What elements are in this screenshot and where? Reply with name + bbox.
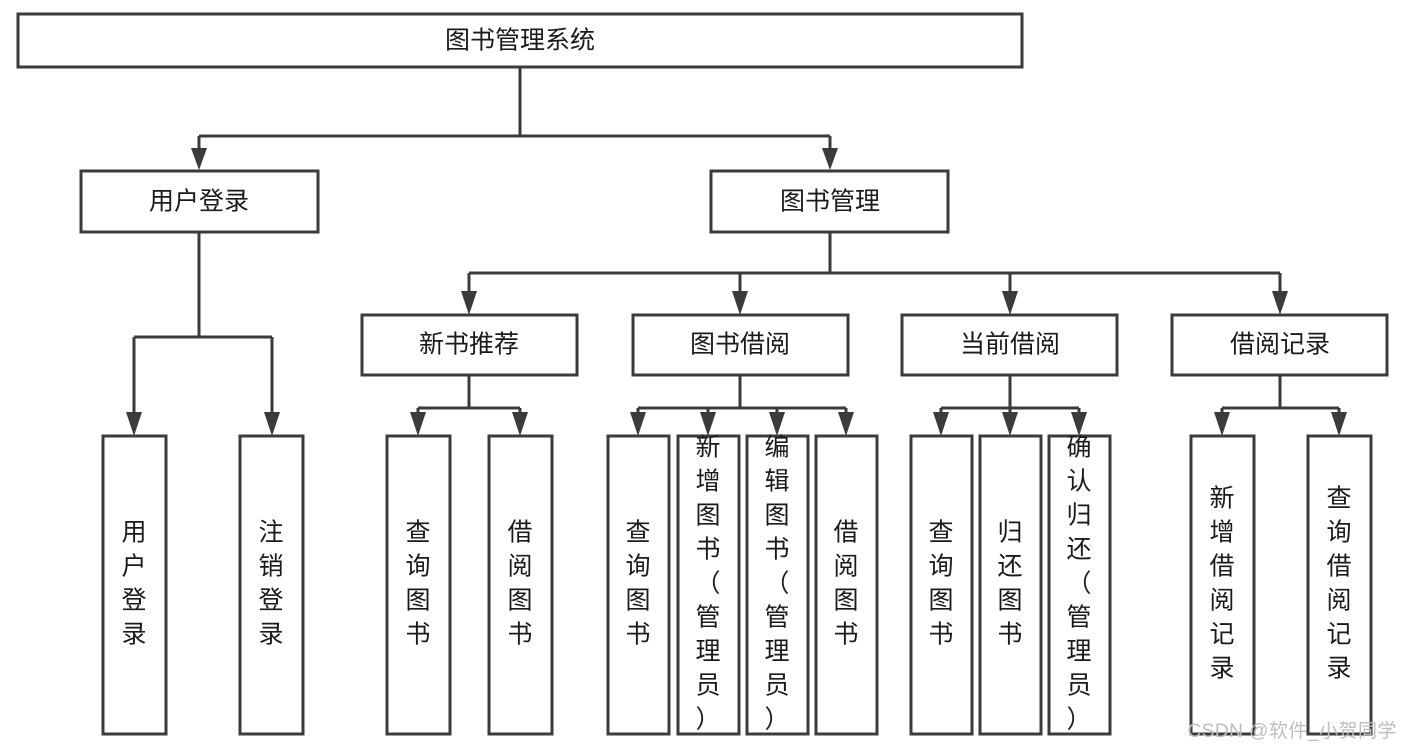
connector-group-new-book-to-leaves bbox=[410, 375, 528, 436]
connector-group-user-login-to-leaves bbox=[126, 232, 280, 436]
arrow-book-manage-child-3 bbox=[1002, 291, 1018, 315]
leaf-label-book-borrow-borrow: 借阅图书 bbox=[833, 519, 858, 649]
arrow-borrow-record-leaf-2 bbox=[1331, 412, 1347, 436]
connector-group-book-borrow-to-leaves bbox=[630, 375, 854, 436]
arrow-current-borrow-leaf-2 bbox=[1002, 412, 1018, 436]
connector-group-borrow-record-to-leaves bbox=[1214, 375, 1347, 436]
leaf-label-borrow-record-query: 查询借阅记录 bbox=[1326, 485, 1351, 683]
leaf-label-user-login-login: 用户登录 bbox=[121, 519, 146, 649]
node-box-root[interactable] bbox=[16, 12, 1024, 69]
leaf-user-login-login[interactable]: 用户登录 bbox=[101, 434, 168, 736]
leaf-borrow-record-add[interactable]: 新增借阅记录 bbox=[1189, 434, 1256, 736]
leaf-label-borrow-record-add: 新增借阅记录 bbox=[1209, 485, 1234, 683]
leaf-book-borrow-edit[interactable]: 编辑图书（管理员） bbox=[745, 434, 810, 736]
leaf-box-current-borrow-confirm[interactable] bbox=[1047, 434, 1112, 736]
node-label-borrow-record: 借阅记录 bbox=[1230, 331, 1330, 359]
node-user-login[interactable]: 用户登录 bbox=[79, 169, 320, 234]
node-label-book-management: 图书管理 bbox=[780, 188, 880, 216]
connector-group-root-to-level2 bbox=[191, 67, 838, 170]
node-label-book-borrow: 图书借阅 bbox=[690, 331, 790, 359]
node-box-new-book-recommend[interactable] bbox=[360, 313, 579, 377]
leaf-box-user-login-login[interactable] bbox=[101, 434, 168, 736]
leaf-label-new-book-query: 查询图书 bbox=[405, 519, 430, 649]
node-borrow-record[interactable]: 借阅记录 bbox=[1170, 313, 1389, 377]
arrow-book-manage-child-2 bbox=[732, 291, 748, 315]
leaf-label-current-borrow-confirm: 确认归还（管理员） bbox=[1066, 434, 1091, 734]
leaf-current-borrow-confirm[interactable]: 确认归还（管理员） bbox=[1047, 434, 1112, 736]
leaf-borrow-record-query[interactable]: 查询借阅记录 bbox=[1306, 434, 1373, 736]
leaf-current-borrow-query[interactable]: 查询图书 bbox=[909, 434, 974, 736]
connector-group-current-borrow-to-leaves bbox=[933, 375, 1087, 436]
leaf-label-user-login-logout: 注销登录 bbox=[258, 519, 283, 649]
arrow-new-book-leaf-1 bbox=[410, 412, 426, 436]
leaf-current-borrow-return[interactable]: 归还图书 bbox=[978, 434, 1043, 736]
node-book-borrow[interactable]: 图书借阅 bbox=[631, 313, 850, 377]
node-book-management[interactable]: 图书管理 bbox=[709, 169, 950, 234]
leaf-label-current-borrow-query: 查询图书 bbox=[928, 519, 953, 649]
arrow-user-login-leaf-1 bbox=[126, 412, 142, 436]
leaf-book-borrow-query[interactable]: 查询图书 bbox=[606, 434, 671, 736]
arrow-root-to-book-manage bbox=[822, 148, 838, 170]
node-new-book-recommend[interactable]: 新书推荐 bbox=[360, 313, 579, 377]
node-box-book-borrow[interactable] bbox=[631, 313, 850, 377]
leaf-label-book-borrow-add: 新增图书（管理员） bbox=[695, 434, 720, 734]
leaf-label-new-book-borrow: 借阅图书 bbox=[507, 519, 532, 649]
leaf-box-new-book-query[interactable] bbox=[385, 434, 452, 736]
leaf-box-book-borrow-edit[interactable] bbox=[745, 434, 810, 736]
node-box-borrow-record[interactable] bbox=[1170, 313, 1389, 377]
node-box-book-management[interactable] bbox=[709, 169, 950, 234]
arrow-book-manage-child-1 bbox=[461, 291, 477, 315]
leaf-box-user-login-logout[interactable] bbox=[238, 434, 305, 736]
node-root-system[interactable]: 图书管理系统 bbox=[16, 12, 1024, 69]
arrow-current-borrow-leaf-1 bbox=[933, 412, 949, 436]
arrow-current-borrow-leaf-3 bbox=[1071, 412, 1087, 436]
node-label-new-book-recommend: 新书推荐 bbox=[419, 331, 519, 359]
leaf-box-book-borrow-borrow[interactable] bbox=[814, 434, 879, 736]
arrow-root-to-user-login bbox=[191, 148, 207, 170]
leaf-label-book-borrow-edit: 编辑图书（管理员） bbox=[764, 434, 789, 734]
arrow-borrow-record-leaf-1 bbox=[1214, 412, 1230, 436]
arrow-new-book-leaf-2 bbox=[512, 412, 528, 436]
leaf-box-current-borrow-query[interactable] bbox=[909, 434, 974, 736]
leaf-box-book-borrow-query[interactable] bbox=[606, 434, 671, 736]
leaf-user-login-logout[interactable]: 注销登录 bbox=[238, 434, 305, 736]
arrow-book-borrow-leaf-2 bbox=[700, 412, 716, 436]
leaf-box-borrow-record-add[interactable] bbox=[1189, 434, 1256, 736]
leaf-label-book-borrow-query: 查询图书 bbox=[625, 519, 650, 649]
node-label-root: 图书管理系统 bbox=[445, 27, 595, 55]
leaf-box-borrow-record-query[interactable] bbox=[1306, 434, 1373, 736]
leaf-label-current-borrow-return: 归还图书 bbox=[997, 519, 1022, 649]
leaf-box-current-borrow-return[interactable] bbox=[978, 434, 1043, 736]
arrow-user-login-leaf-2 bbox=[264, 412, 280, 436]
connector-group-book-manage-to-level3 bbox=[461, 232, 1288, 315]
node-box-user-login[interactable] bbox=[79, 169, 320, 234]
arrow-book-borrow-leaf-3 bbox=[769, 412, 785, 436]
leaf-book-borrow-add[interactable]: 新增图书（管理员） bbox=[676, 434, 741, 736]
leaf-book-borrow-borrow[interactable]: 借阅图书 bbox=[814, 434, 879, 736]
leaf-new-book-borrow[interactable]: 借阅图书 bbox=[487, 434, 554, 736]
arrow-book-manage-child-4 bbox=[1272, 291, 1288, 315]
node-label-current-borrow: 当前借阅 bbox=[960, 331, 1060, 359]
node-current-borrow[interactable]: 当前借阅 bbox=[900, 313, 1119, 377]
leaf-new-book-query[interactable]: 查询图书 bbox=[385, 434, 452, 736]
node-box-current-borrow[interactable] bbox=[900, 313, 1119, 377]
arrow-book-borrow-leaf-4 bbox=[838, 412, 854, 436]
leaf-box-book-borrow-add[interactable] bbox=[676, 434, 741, 736]
node-label-user-login: 用户登录 bbox=[149, 188, 249, 216]
leaf-box-new-book-borrow[interactable] bbox=[487, 434, 554, 736]
arrow-book-borrow-leaf-1 bbox=[630, 412, 646, 436]
